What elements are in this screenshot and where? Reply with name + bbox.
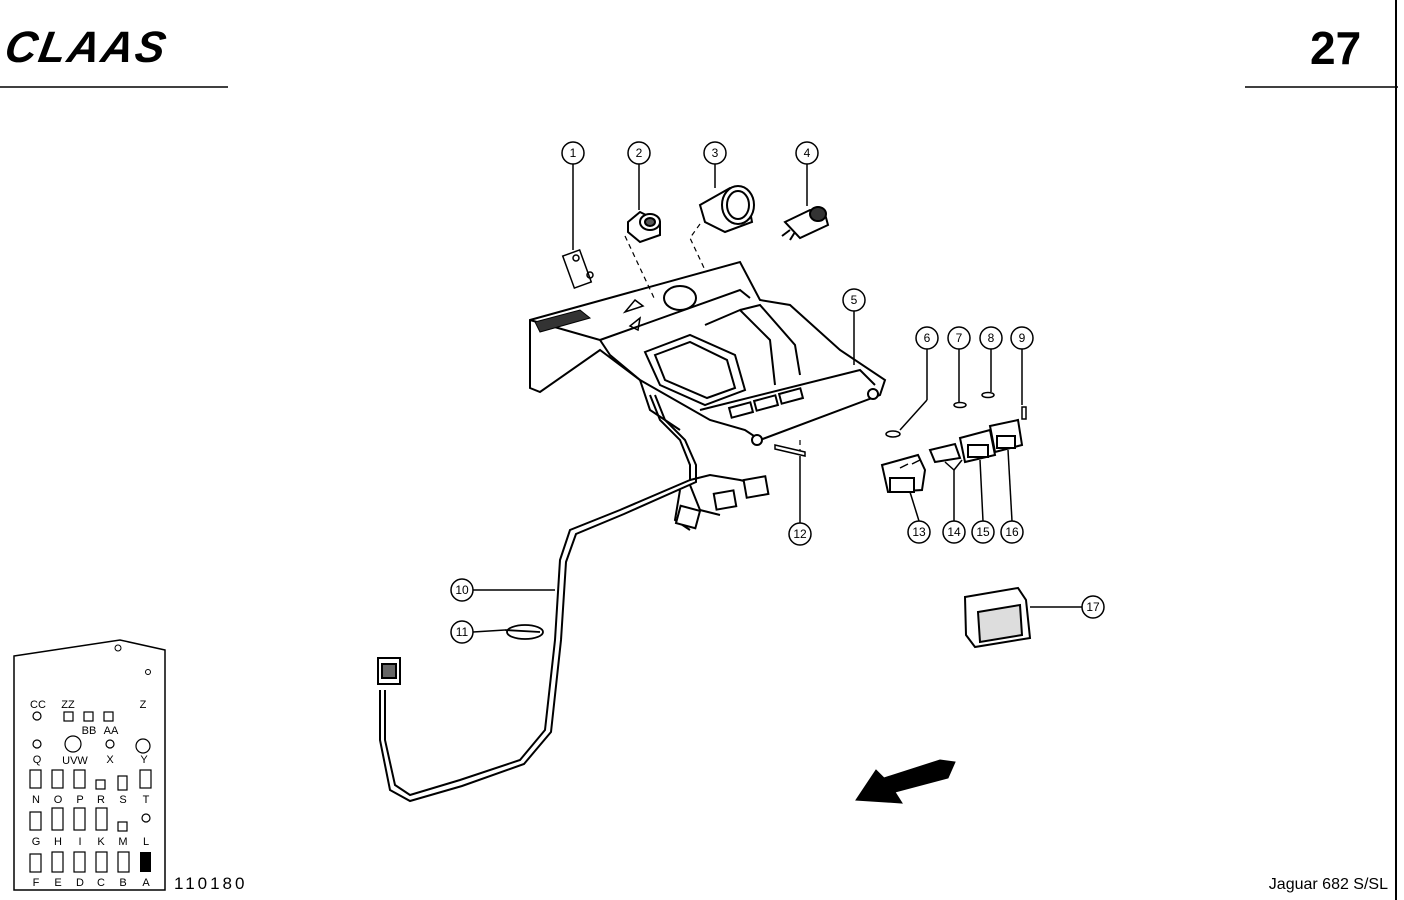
callout-14: 14 [947, 525, 961, 539]
drawing-number: 110180 [174, 874, 247, 893]
locator-label: AA [104, 725, 119, 737]
locator-label: K [97, 836, 105, 848]
locator-label: S [119, 794, 126, 806]
locator-label: N [32, 794, 40, 806]
screw-part-12 [774, 444, 806, 457]
locator-label: P [76, 794, 83, 806]
locator-label: Y [140, 754, 148, 766]
locator-label: UVW [62, 755, 88, 767]
callout-8: 8 [988, 331, 995, 345]
callout-9: 9 [1019, 331, 1026, 345]
locator-label: T [143, 794, 150, 806]
locator-label: C [97, 877, 105, 889]
locator-plate: CC ZZ BB AA Z Q UVW X Y N O P R S T G H … [13, 639, 166, 891]
gauge-part-3 [698, 185, 755, 234]
direction-arrow [855, 759, 956, 804]
seal-part-6 [885, 430, 901, 438]
callout-4: 4 [804, 146, 811, 160]
locator-label: G [32, 836, 41, 848]
decal-part-1 [561, 248, 594, 290]
connectors [377, 475, 770, 685]
locator-label: Q [33, 754, 42, 766]
page-number: 27 [1310, 22, 1361, 74]
seal-part-8 [981, 391, 995, 399]
locator-label: D [76, 877, 84, 889]
callout-10: 10 [455, 583, 469, 597]
locator-label: Z [140, 699, 147, 711]
callout-3: 3 [712, 146, 719, 160]
callout-6: 6 [924, 331, 931, 345]
locator-label: A [142, 877, 150, 889]
cable-tie-part-11 [504, 624, 544, 640]
callout-11: 11 [456, 625, 469, 639]
seal-part-7 [953, 401, 967, 409]
locator-label: I [78, 836, 81, 848]
callout-5: 5 [851, 293, 858, 307]
wiring-harness [379, 394, 761, 803]
locator-label: B [119, 877, 126, 889]
locator-label: BB [82, 725, 97, 737]
callout-17: 17 [1086, 600, 1100, 614]
brand-logo: CLAAS [1, 23, 171, 72]
locator-label: X [106, 754, 114, 766]
locator-label: ZZ [61, 699, 75, 711]
locator-label: O [54, 794, 63, 806]
callout-1: 1 [570, 146, 577, 160]
switch-group [880, 418, 1024, 494]
callout-7: 7 [956, 331, 963, 345]
pin-part-9 [1021, 406, 1027, 420]
callout-15: 15 [976, 525, 990, 539]
locator-label: L [143, 836, 149, 848]
lamp-part-17 [963, 586, 1032, 649]
footer: 110180 Jaguar 682 S/SL [174, 874, 1388, 893]
switch-part-4 [781, 206, 830, 241]
locator-label: CC [30, 699, 46, 711]
locator-label: E [54, 877, 61, 889]
instrument-panel [529, 260, 887, 446]
locator-label: M [118, 836, 127, 848]
model-name: Jaguar 682 S/SL [1269, 876, 1388, 893]
locator-label: F [33, 877, 40, 889]
callout-12: 12 [793, 527, 807, 541]
knob-part-2 [627, 210, 661, 244]
callout-13: 13 [912, 525, 926, 539]
callouts [450, 141, 1105, 644]
callout-2: 2 [636, 146, 643, 160]
callout-16: 16 [1005, 525, 1019, 539]
locator-label: R [97, 794, 105, 806]
locator-label: H [54, 836, 62, 848]
